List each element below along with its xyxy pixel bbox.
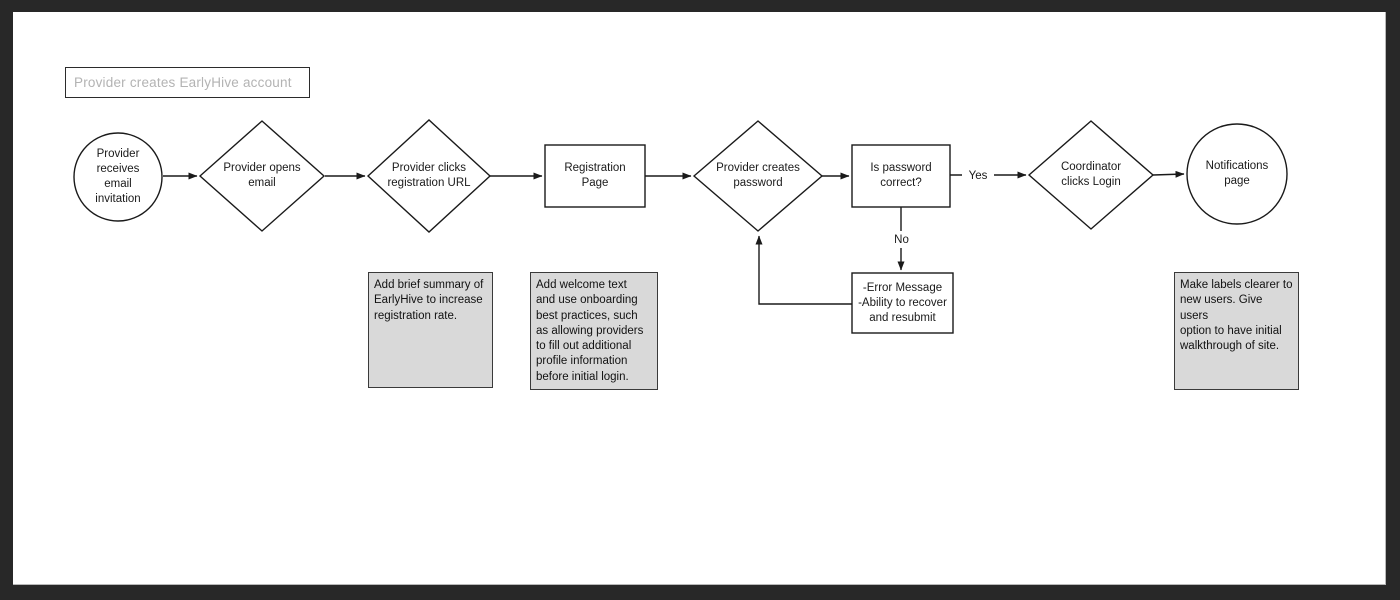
create-password-diamond[interactable] xyxy=(692,120,824,232)
edge-error-back-to-create-password xyxy=(755,235,852,305)
start-node-label: Provider receives email invitation xyxy=(95,148,141,205)
registration-page-label: Registration Page xyxy=(564,162,626,189)
note-labels-walkthrough[interactable]: Make labels clearer to new users. Give u… xyxy=(1174,272,1299,390)
start-node-circle[interactable] xyxy=(73,132,163,222)
diagram-title: Provider creates EarlyHive account xyxy=(74,75,292,90)
password-correct-rect[interactable] xyxy=(851,144,951,208)
coordinator-login-diamond[interactable] xyxy=(1027,120,1155,230)
note-onboarding-best-practices[interactable]: Add welcome text and use onboarding best… xyxy=(530,272,658,390)
password-correct-label: Is password correct? xyxy=(870,162,932,189)
registration-page-rect[interactable] xyxy=(544,144,646,208)
note-registration-summary[interactable]: Add brief summary of EarlyHive to increa… xyxy=(368,272,493,388)
edge-coordinator-to-notifications xyxy=(1152,170,1185,178)
error-message-label: -Error Message -Ability to recover and r… xyxy=(858,281,947,324)
diagram-title-box[interactable]: Provider creates EarlyHive account xyxy=(65,67,310,98)
yes-edge-label: Yes xyxy=(962,167,994,184)
no-edge-label: No xyxy=(888,231,915,248)
notifications-page-label: Notifications page xyxy=(1205,160,1269,187)
error-message-rect[interactable] xyxy=(851,272,954,334)
coordinator-login-label: Coordinator clicks Login xyxy=(1060,161,1122,188)
create-password-label: Provider creates password xyxy=(716,162,800,189)
click-registration-url-diamond[interactable] xyxy=(366,119,492,233)
open-email-diamond[interactable] xyxy=(198,120,326,232)
notifications-page-circle[interactable] xyxy=(1186,123,1288,225)
click-registration-url-label: Provider clicks registration URL xyxy=(387,162,471,189)
open-email-label: Provider opens email xyxy=(223,162,301,189)
